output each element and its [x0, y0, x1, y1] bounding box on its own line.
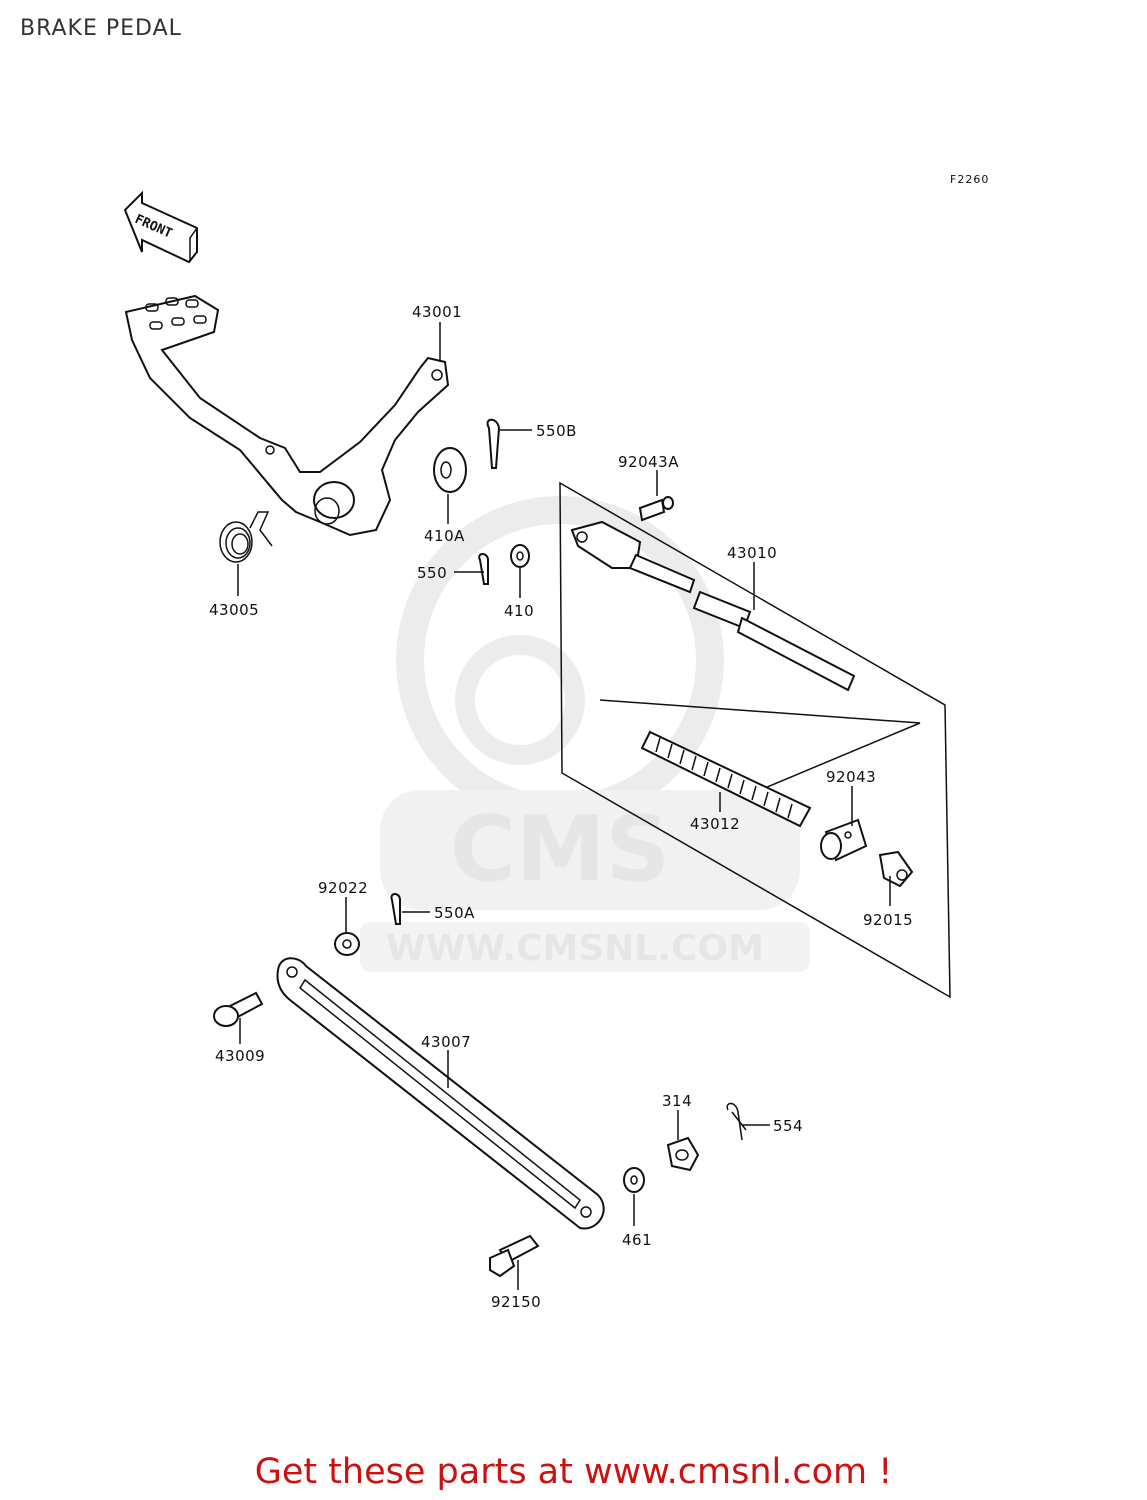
nut-92015 [878, 850, 914, 888]
part-label-554: 554 [773, 1117, 803, 1135]
washer-410 [510, 544, 530, 568]
washer-410a [433, 447, 467, 493]
part-label-43009: 43009 [215, 1047, 265, 1065]
part-label-92043a: 92043A [618, 453, 679, 471]
part-label-92043: 92043 [826, 768, 876, 786]
spring-43012 [640, 730, 812, 828]
part-label-461: 461 [622, 1231, 652, 1249]
part-label-410: 410 [504, 602, 534, 620]
watermark-brand: CMS [450, 797, 670, 902]
part-label-43007: 43007 [421, 1033, 471, 1051]
inset-box [559, 481, 951, 999]
part-label-92150: 92150 [491, 1293, 541, 1311]
pin-92043a [638, 496, 674, 522]
part-label-43001: 43001 [412, 303, 462, 321]
link-43007 [276, 957, 605, 1230]
part-label-550: 550 [417, 564, 447, 582]
footer-link[interactable]: Get these parts at www.cmsnl.com ! [254, 1452, 893, 1492]
watermark-url: WWW.CMSNL.COM [386, 928, 764, 969]
collar-92043 [820, 818, 868, 862]
page-title: BRAKE PEDAL [20, 16, 182, 41]
cotter-pin-550b [486, 418, 501, 469]
rod-43010 [570, 520, 856, 692]
nut-314 [666, 1136, 700, 1172]
washer-461 [623, 1167, 645, 1193]
front-arrow-icon: FRONT [123, 190, 198, 264]
washer-92022 [334, 932, 360, 956]
part-label-410a: 410A [424, 527, 465, 545]
figure-code: F2260 [950, 173, 989, 186]
leader-lines [237, 322, 891, 1290]
watermark: CMS WWW.CMSNL.COM [360, 496, 810, 972]
part-label-314: 314 [662, 1092, 692, 1110]
inset-guide-lines [599, 699, 921, 791]
part-label-92015: 92015 [863, 911, 913, 929]
part-label-92022: 92022 [318, 879, 368, 897]
pin-43009 [213, 991, 264, 1027]
part-label-43010: 43010 [727, 544, 777, 562]
part-label-43005: 43005 [209, 601, 259, 619]
cotter-pin-550 [478, 553, 489, 585]
cotter-pin-550a [390, 893, 401, 925]
part-label-550b: 550B [536, 422, 577, 440]
part-label-550a: 550A [434, 904, 475, 922]
part-label-43012: 43012 [690, 815, 740, 833]
spring-43005 [219, 511, 273, 563]
bolt-92150 [489, 1234, 540, 1278]
pedal-43001 [124, 294, 450, 537]
clip-554 [726, 1102, 747, 1141]
